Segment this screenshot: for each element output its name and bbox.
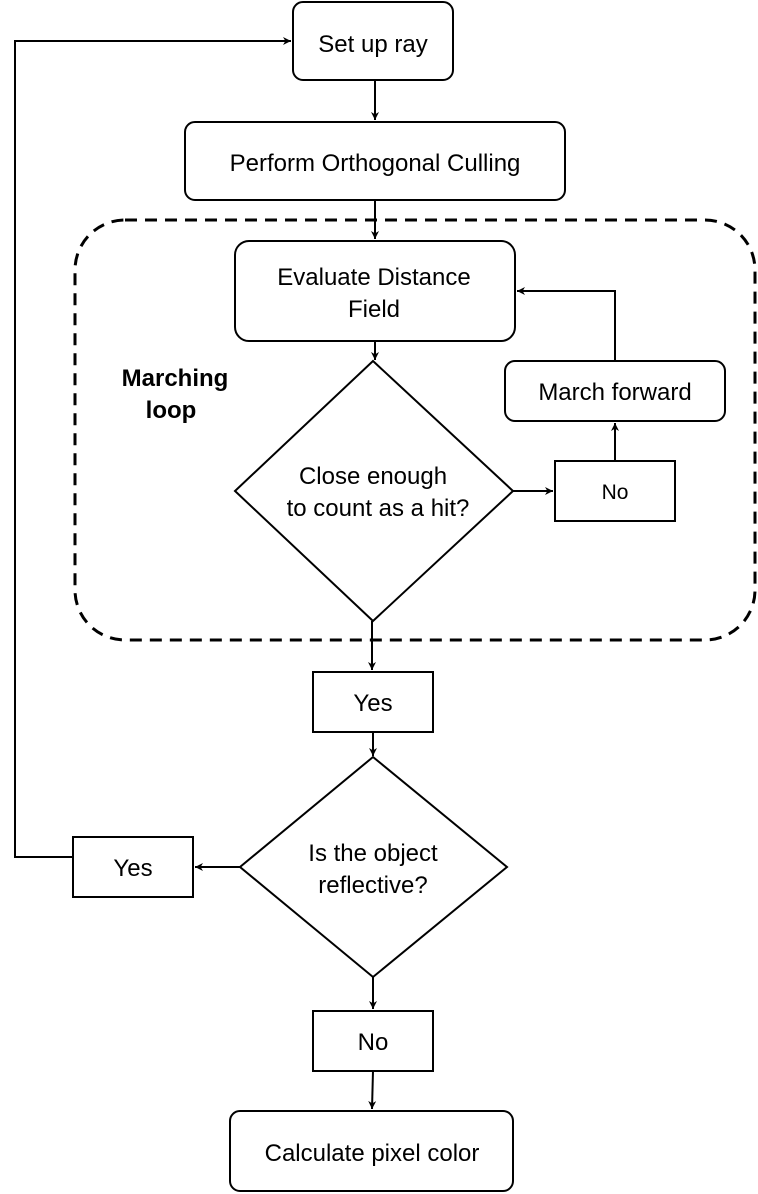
decision-reflective-line2: reflective? xyxy=(318,872,427,899)
node-march-forward-label: March forward xyxy=(538,379,691,406)
node-evaluate-distance-field: Evaluate Distance Field xyxy=(234,240,516,342)
node-set-up-ray: Set up ray xyxy=(292,1,454,81)
node-evaluate-label-line1: Evaluate Distance xyxy=(277,264,470,291)
edge-no-to-calculate xyxy=(368,1070,377,1110)
group-label-line2: loop xyxy=(146,397,197,424)
node-march-forward: March forward xyxy=(504,360,726,422)
label-no-inner-text: No xyxy=(602,481,629,504)
decision-reflective-line1: Is the object xyxy=(308,840,438,867)
node-set-up-ray-label: Set up ray xyxy=(318,31,427,58)
label-no-inner: No xyxy=(554,460,676,522)
node-evaluate-label-line2: Field xyxy=(348,296,400,323)
node-calculate-label: Calculate pixel color xyxy=(265,1140,480,1167)
marching-loop-group xyxy=(73,218,757,642)
decision-close-enough-line1: Close enough xyxy=(299,463,447,490)
label-no-reflective-text: No xyxy=(358,1029,389,1056)
node-close-enough-decision: Close enough to count as a hit? xyxy=(233,359,515,623)
label-no-reflective: No xyxy=(312,1010,434,1072)
label-yes-reflective: Yes xyxy=(72,836,194,898)
node-orthogonal-culling: Perform Orthogonal Culling xyxy=(184,121,566,201)
edge-yes-loop-to-setup xyxy=(14,37,291,858)
label-yes-reflective-text: Yes xyxy=(113,855,152,882)
node-orthogonal-culling-label: Perform Orthogonal Culling xyxy=(230,150,521,177)
label-yes-hit-text: Yes xyxy=(353,690,392,717)
node-calculate-pixel-color: Calculate pixel color xyxy=(229,1110,514,1192)
edge-march-forward-to-evaluate xyxy=(517,287,616,361)
group-label-line1: Marching xyxy=(122,365,229,392)
decision-close-enough-line2: to count as a hit? xyxy=(287,495,470,522)
node-reflective-decision: Is the object reflective? xyxy=(238,755,509,979)
label-yes-hit: Yes xyxy=(312,671,434,733)
